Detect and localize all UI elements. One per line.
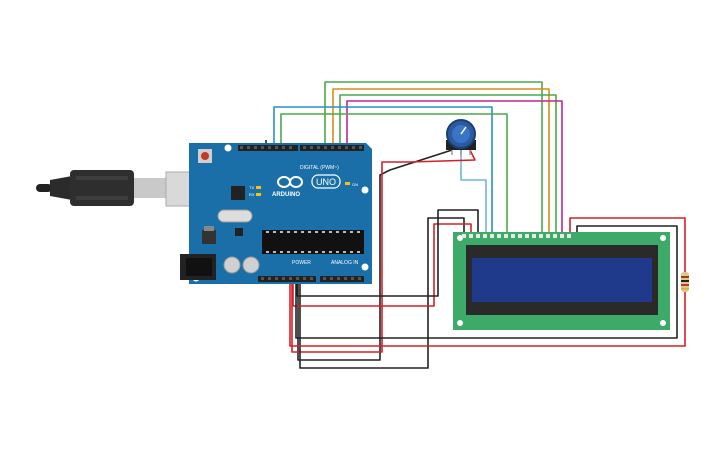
wire-red-lcd-vcc[interactable] bbox=[292, 223, 472, 307]
wire-blue-top[interactable] bbox=[273, 106, 493, 232]
power-label: POWER bbox=[292, 260, 311, 266]
model-label: UNO bbox=[316, 177, 336, 187]
led-rx bbox=[256, 193, 261, 196]
wire-red-led-return[interactable] bbox=[289, 278, 686, 347]
digital-pins[interactable] bbox=[240, 146, 362, 149]
wire-black-lcd-rw[interactable] bbox=[296, 209, 479, 297]
analog-label: ANALOG IN bbox=[331, 260, 359, 266]
reset-button-cap[interactable] bbox=[201, 152, 209, 160]
lcd-pin-header[interactable] bbox=[462, 234, 571, 238]
mount-hole bbox=[361, 263, 369, 271]
wire-magenta-top[interactable] bbox=[346, 100, 563, 232]
lcd-module[interactable] bbox=[453, 232, 670, 330]
wire-lightblue-pot[interactable] bbox=[460, 150, 487, 232]
wire-red-led-anode[interactable] bbox=[569, 217, 686, 272]
digital-label: DIGITAL (PWM~) bbox=[300, 165, 339, 171]
lcd-mount-hole bbox=[457, 320, 463, 326]
atmega-pins bbox=[266, 231, 360, 253]
lcd-mount-hole bbox=[457, 235, 463, 241]
small-chip bbox=[235, 228, 243, 236]
lcd-screen bbox=[472, 258, 652, 302]
arduino-logo-icon bbox=[277, 176, 303, 188]
regulator bbox=[202, 230, 216, 244]
rx-label: RX bbox=[249, 192, 255, 197]
model-badge bbox=[311, 174, 341, 189]
wire-black-lcd-gnd[interactable] bbox=[299, 217, 465, 369]
atmega-socket bbox=[262, 230, 364, 254]
power-analog-pins[interactable] bbox=[261, 277, 361, 280]
wire-green-low[interactable] bbox=[280, 113, 508, 232]
power-header bbox=[258, 276, 316, 282]
crystal bbox=[217, 209, 253, 223]
mount-hole bbox=[361, 186, 369, 194]
wire-orange-top[interactable] bbox=[332, 88, 550, 232]
led-tx bbox=[256, 186, 261, 189]
arduino-board[interactable]: DIGITAL (PWM~) ARDUINO UNO TX RX ON bbox=[180, 143, 372, 284]
lcd-mount-hole bbox=[660, 320, 666, 326]
usb-chip bbox=[231, 186, 245, 200]
wire-green-top-mid[interactable] bbox=[339, 94, 557, 232]
capacitor bbox=[242, 256, 260, 274]
regulator-tab bbox=[204, 226, 214, 231]
led-on bbox=[345, 182, 350, 185]
tx-label: TX bbox=[249, 185, 254, 190]
analog-header bbox=[320, 276, 364, 282]
usb-cable-icon[interactable] bbox=[36, 170, 197, 207]
wire-green-top-outer[interactable] bbox=[324, 81, 543, 232]
brand-label: ARDUINO bbox=[272, 192, 300, 198]
lcd-mount-hole bbox=[660, 235, 666, 241]
capacitor bbox=[223, 256, 241, 274]
on-label: ON bbox=[352, 182, 358, 187]
power-jack-inner bbox=[186, 258, 212, 276]
wires bbox=[265, 81, 686, 369]
potentiometer-icon[interactable] bbox=[446, 119, 476, 155]
wire-red-pot[interactable] bbox=[291, 149, 476, 353]
mount-hole bbox=[224, 144, 232, 152]
resistor-icon[interactable] bbox=[681, 272, 689, 292]
wire-black-led-cathode[interactable] bbox=[295, 225, 678, 339]
